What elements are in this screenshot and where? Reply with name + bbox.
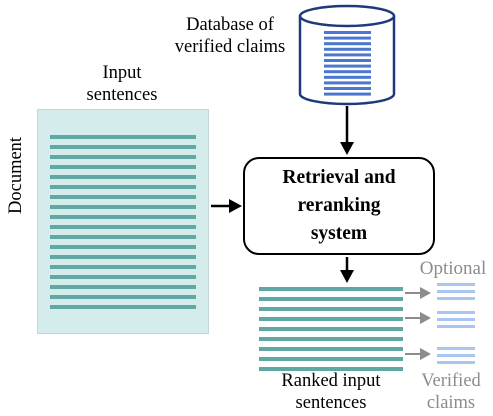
database-claim-lines <box>324 31 371 96</box>
optional-arrow-3 <box>405 348 431 360</box>
ranked-sentence-line <box>259 307 403 311</box>
ranked-sentences-label: Ranked input sentences <box>262 370 400 414</box>
ranked-sentence-lines <box>259 287 403 377</box>
database-cylinder <box>298 4 396 106</box>
ranked-sentence-line <box>259 287 403 291</box>
verified-label-line1: Verified <box>421 371 481 391</box>
document-sentence-line <box>50 165 196 169</box>
document-sentence-line <box>50 135 196 139</box>
ranked-label-line2: sentences <box>295 393 367 413</box>
database-label-line2: verified claims <box>174 37 286 57</box>
database-claim-line <box>324 81 371 85</box>
document-sentence-line <box>50 275 196 279</box>
document-sentence-line <box>50 255 196 259</box>
verified-claims-label: Verified claims <box>410 370 492 414</box>
document-sentence-line <box>50 265 196 269</box>
database-claim-line <box>324 42 371 46</box>
ranked-sentence-line <box>259 347 403 351</box>
ranked-sentence-line <box>259 297 403 301</box>
database-label: Database of verified claims <box>170 14 290 58</box>
ranked-sentence-line <box>259 367 403 371</box>
system-label-line1: Retrieval and <box>282 167 396 188</box>
ranked-sentence-line <box>259 357 403 361</box>
document-sentence-line <box>50 225 196 229</box>
document-sentence-line <box>50 185 196 189</box>
database-claim-line <box>324 47 371 51</box>
optional-arrow-1 <box>405 287 431 299</box>
system-label-line2: reranking <box>297 195 381 216</box>
document-sentence-line <box>50 235 196 239</box>
document-sentence-line <box>50 285 196 289</box>
database-claim-line <box>324 70 371 74</box>
ranked-sentence-line <box>259 337 403 341</box>
document-sentence-line <box>50 305 196 309</box>
optional-label: Optional <box>419 258 487 279</box>
input-sentences-label: Input sentences <box>72 62 172 106</box>
database-claim-line <box>324 31 371 34</box>
document-sentence-lines <box>50 135 196 315</box>
document-sentence-line <box>50 215 196 219</box>
retrieval-reranking-system-box: Retrieval and reranking system <box>243 157 435 255</box>
verified-claim-group-1 <box>437 283 475 304</box>
input-label-line1: Input <box>102 63 142 83</box>
document-sentence-line <box>50 175 196 179</box>
ranked-label-line1: Ranked input <box>281 371 381 391</box>
document-sentence-line <box>50 245 196 249</box>
arrow-system-to-ranked <box>340 257 354 283</box>
database-claim-line <box>324 92 371 96</box>
database-claim-line <box>324 75 371 79</box>
optional-arrow-2 <box>405 312 431 324</box>
verified-label-line2: claims <box>426 393 476 413</box>
document-sentence-line <box>50 195 196 199</box>
input-label-line2: sentences <box>86 85 158 105</box>
ranked-sentence-line <box>259 317 403 321</box>
verified-claim-group-2 <box>437 311 475 332</box>
database-claim-line <box>324 87 371 90</box>
database-claim-line <box>324 36 371 40</box>
document-sentence-line <box>50 205 196 209</box>
database-label-line1: Database of <box>186 15 274 35</box>
ranked-sentence-line <box>259 327 403 331</box>
database-claim-line <box>324 59 371 62</box>
document-sentence-line <box>50 145 196 149</box>
database-claim-line <box>324 53 371 57</box>
database-claim-line <box>324 64 371 68</box>
arrow-document-to-system <box>211 199 242 213</box>
system-label-line3: system <box>310 223 368 244</box>
document-sentence-line <box>50 155 196 159</box>
verified-claim-group-3 <box>437 347 475 368</box>
document-sentence-line <box>50 295 196 299</box>
arrow-database-to-system <box>340 106 354 155</box>
